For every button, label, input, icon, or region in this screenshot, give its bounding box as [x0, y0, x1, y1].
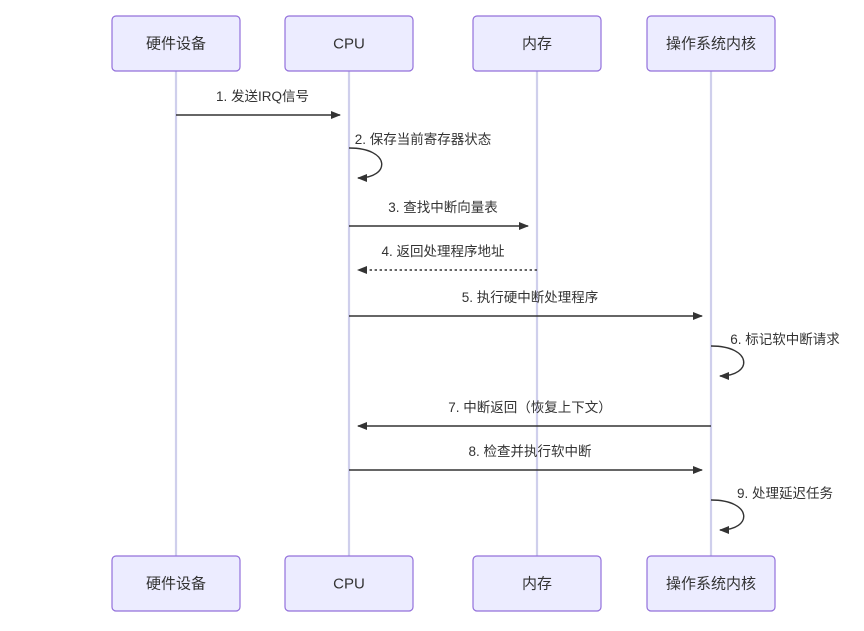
message-1[interactable]: 1. 发送IRQ信号 [176, 89, 341, 119]
actor-label-os: 操作系统内核 [666, 35, 756, 52]
message-label-1: 1. 发送IRQ信号 [216, 89, 309, 104]
actor-box-top-mem[interactable]: 内存 [472, 15, 602, 72]
actor-rect-cpu [284, 15, 414, 72]
lifelines-layer [174, 71, 713, 556]
actor-box-top-cpu[interactable]: CPU [284, 15, 414, 72]
actor-label-os: 操作系统内核 [666, 575, 756, 592]
actor-label-hw: 硬件设备 [146, 575, 206, 592]
self-loop-path-2 [348, 147, 383, 182]
message-label-7: 7. 中断返回（恢复上下文） [448, 399, 612, 415]
message-label-3: 3. 查找中断向量表 [388, 200, 498, 215]
actor-label-mem: 内存 [522, 35, 552, 52]
actor-rect-hw [111, 15, 241, 72]
actor-label-cpu: CPU [333, 35, 365, 52]
message-9[interactable]: 9. 处理延迟任务 [710, 486, 833, 534]
actor-rect-cpu [284, 555, 414, 612]
actor-box-bottom-hw[interactable]: 硬件设备 [111, 555, 241, 612]
message-7[interactable]: 7. 中断返回（恢复上下文） [357, 399, 711, 430]
actor-rect-os [646, 15, 776, 72]
actor-label-cpu: CPU [333, 575, 365, 592]
actor-box-bottom-os[interactable]: 操作系统内核 [646, 555, 776, 612]
message-label-2: 2. 保存当前寄存器状态 [355, 131, 492, 147]
actor-rect-os [646, 555, 776, 612]
actor-label-mem: 内存 [522, 575, 552, 592]
actor-label-hw: 硬件设备 [146, 35, 206, 52]
message-label-9: 9. 处理延迟任务 [737, 486, 833, 501]
actor-rect-mem [472, 555, 602, 612]
actor-box-top-os[interactable]: 操作系统内核 [646, 15, 776, 72]
actor-rect-mem [472, 15, 602, 72]
message-2[interactable]: 2. 保存当前寄存器状态 [348, 131, 492, 182]
actors-bottom-layer: 硬件设备 CPU 内存 操作系统内核 [111, 555, 776, 612]
messages-layer: 1. 发送IRQ信号 2. 保存当前寄存器状态 3. 查找中断向量表 4. 返回处理程… [176, 89, 840, 534]
message-4[interactable]: 4. 返回处理程序地址 [357, 244, 537, 274]
message-8[interactable]: 8. 检查并执行软中断 [349, 444, 703, 474]
message-label-4: 4. 返回处理程序地址 [381, 244, 504, 259]
actor-box-top-hw[interactable]: 硬件设备 [111, 15, 241, 72]
actors-top-layer: 硬件设备 CPU 内存 操作系统内核 [111, 15, 776, 72]
actor-box-bottom-mem[interactable]: 内存 [472, 555, 602, 612]
message-label-8: 8. 检查并执行软中断 [468, 444, 591, 459]
self-loop-path-9 [710, 499, 745, 534]
message-6[interactable]: 6. 标记软中断请求 [710, 332, 840, 380]
message-label-6: 6. 标记软中断请求 [730, 332, 840, 347]
actor-rect-hw [111, 555, 241, 612]
message-label-5: 5. 执行硬中断处理程序 [462, 290, 599, 305]
actor-box-bottom-cpu[interactable]: CPU [284, 555, 414, 612]
self-loop-path-6 [710, 345, 745, 380]
message-5[interactable]: 5. 执行硬中断处理程序 [349, 290, 703, 320]
message-3[interactable]: 3. 查找中断向量表 [349, 200, 529, 230]
